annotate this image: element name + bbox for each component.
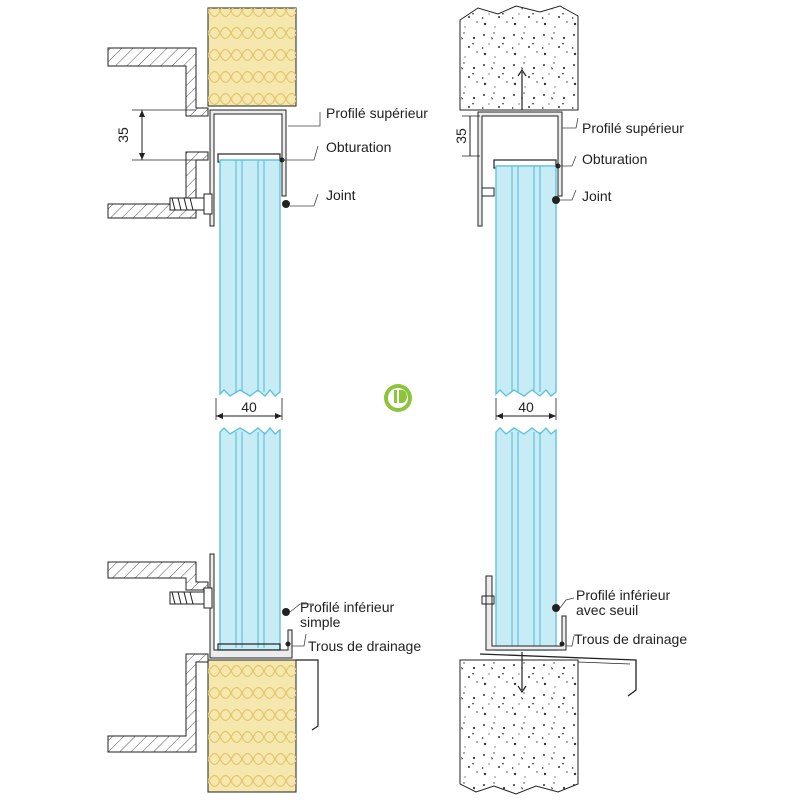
- right-top-concrete: [459, 5, 579, 111]
- right-dimension-height: 35: [453, 115, 480, 157]
- left-drip-edge: [296, 659, 319, 731]
- left-section: 35 40: [107, 7, 428, 793]
- left-dimension-height: 35: [115, 109, 196, 161]
- right-label-bottom-profile-line1: Profilé inférieur: [576, 587, 670, 603]
- right-bottom-aluminium-profile: [479, 575, 637, 697]
- left-top-insulation: [207, 7, 297, 107]
- left-bottom-aluminium-profile: [209, 553, 293, 659]
- right-dimension-height-label: 35: [453, 128, 469, 144]
- left-dimension-height-label: 35: [115, 127, 131, 143]
- left-dimension-width-label: 40: [241, 399, 257, 415]
- right-label-top-profile: Profilé supérieur: [582, 120, 684, 136]
- left-bottom-glass-panel: [219, 426, 281, 651]
- left-joint-dot: [282, 200, 290, 208]
- right-label-bottom-profile-line2: avec seuil: [576, 602, 638, 618]
- right-label-joint: Joint: [582, 188, 612, 204]
- left-dimension-width: 40: [215, 398, 283, 420]
- left-label-top-profile: Profilé supérieur: [326, 105, 428, 121]
- left-bottom-insulation: [207, 659, 297, 793]
- right-top-aluminium-profile: [477, 111, 563, 227]
- right-bottom-glass-panel: [495, 426, 557, 651]
- id-logo-icon: [384, 384, 412, 412]
- right-label-drainage: Trous de drainage: [574, 631, 687, 647]
- right-dimension-width-label: 40: [518, 399, 534, 415]
- right-bottom-concrete: [459, 652, 579, 795]
- left-bottom-steel-profile: [107, 561, 209, 753]
- left-top-steel-profile: [107, 47, 209, 219]
- right-label-obturation: Obturation: [582, 151, 647, 167]
- left-bottom-screw-icon: [169, 587, 213, 609]
- left-top-glass-panel: [219, 159, 281, 397]
- left-label-obturation: Obturation: [326, 139, 391, 155]
- right-section: 35 40: [453, 5, 687, 795]
- left-label-bottom-profile-line1: Profilé inférieur: [300, 599, 394, 615]
- left-label-drainage: Trous de drainage: [308, 638, 421, 654]
- left-leaders: [282, 112, 321, 647]
- right-dimension-width: 40: [495, 398, 557, 420]
- right-leaders: [558, 117, 579, 647]
- left-top-screw-icon: [169, 193, 213, 215]
- right-top-glass-panel: [495, 165, 557, 397]
- left-label-joint: Joint: [326, 187, 356, 203]
- left-label-bottom-profile-line2: simple: [300, 614, 341, 630]
